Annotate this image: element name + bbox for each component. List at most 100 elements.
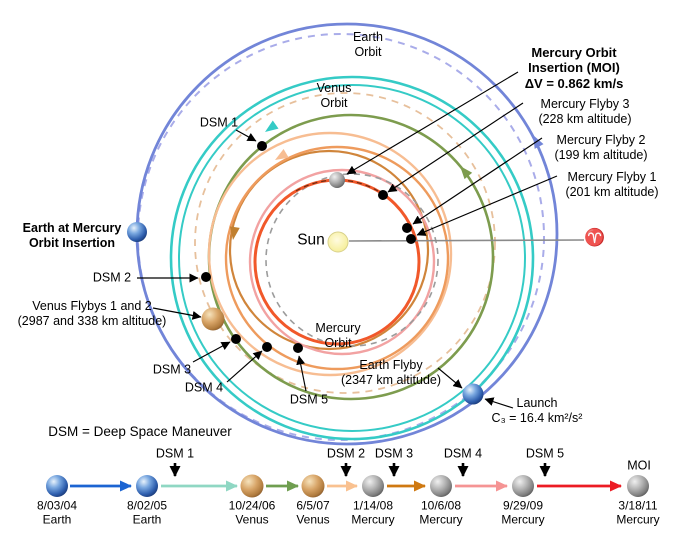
pink-loop-ring (248, 168, 436, 356)
timeline-date: 6/5/07 (296, 498, 330, 513)
final-orbit-shadow-arc (295, 179, 379, 192)
dsm2-label: DSM 2 (92, 270, 132, 285)
brown-direction-arrow (229, 226, 240, 240)
mercury-flyby2-label: Mercury Flyby 2 (199 km altitude) (554, 133, 648, 162)
timeline-stop-2: 8/02/05 Earth (127, 499, 167, 526)
timeline-body: Venus (296, 512, 330, 526)
timeline-dsm4-label: DSM 4 (443, 446, 483, 461)
timeline-dsm5-label: DSM 5 (525, 446, 565, 461)
mercury-flyby2-dot (402, 223, 412, 233)
timeline-dsm1-label: DSM 1 (155, 446, 195, 461)
timeline-dsm3-label: DSM 3 (374, 446, 414, 461)
timeline-earth2-icon (136, 475, 158, 497)
timeline-stop-3: 10/24/06 Venus (229, 499, 276, 526)
final-orbit-ring (253, 178, 421, 346)
timeline-graphics (46, 463, 649, 498)
moi-label: Mercury Orbit Insertion (MOI) ΔV = 0.862… (524, 45, 624, 91)
orbit-rings (135, 22, 559, 446)
mercury-flyby1-dot (406, 234, 416, 244)
dsm1-label: DSM 1 (199, 115, 239, 130)
timeline-mercury4-icon (627, 475, 649, 497)
timeline-stop-6: 10/6/08 Mercury (419, 499, 462, 526)
timeline-date: 8/02/05 (126, 498, 168, 513)
planet-markers (127, 172, 484, 405)
mercury-at-moi-sphere (329, 172, 345, 188)
dsm5-dot (293, 343, 303, 353)
timeline-mercury1-icon (362, 475, 384, 497)
mercury-flyby3-dot (378, 190, 388, 200)
timeline-date: 10/24/06 (228, 498, 276, 513)
earth-flyby-label: Earth Flyby (2347 km altitude) (340, 358, 442, 387)
orange-loop-ring (224, 145, 450, 371)
dsm3-arrow (192, 341, 231, 363)
sun-disc (327, 231, 349, 253)
mercury-orbit-label: Mercury Orbit (315, 321, 361, 350)
dsm3-dot (231, 334, 241, 344)
timeline-mercury2-icon (430, 475, 452, 497)
timeline-body: Mercury (351, 512, 395, 526)
cyan-transfer-ring-outer (169, 75, 535, 441)
earth-flyby-arrow (437, 367, 463, 389)
vernal-equinox-symbol: ♈ (584, 227, 606, 247)
mercury-flyby3-label: Mercury Flyby 3 (228 km altitude) (538, 97, 632, 126)
timeline-dsm-down-arrows (169, 463, 551, 477)
dsm5-arrow (296, 355, 307, 392)
flyby3-arrow (387, 102, 524, 193)
dsm4-arrow (226, 350, 263, 383)
vernal-equinox-line (348, 239, 585, 242)
orbit-direction-arrows (229, 120, 544, 240)
timeline-date: 10/6/08 (420, 498, 462, 513)
timeline-dsm2-label: DSM 2 (326, 446, 366, 461)
timeline-stop-1: 8/03/04 Earth (37, 499, 77, 526)
peach-loop-ring (207, 131, 453, 377)
timeline-date: 3/18/11 (618, 498, 658, 513)
mercury-flyby1-label: Mercury Flyby 1 (201 km altitude) (565, 170, 659, 199)
timeline-date: 1/14/08 (352, 498, 394, 513)
dsm2-dot (201, 272, 211, 282)
cyan-transfer-ring-inner (178, 84, 526, 432)
dsm-legend-note: DSM = Deep Space Maneuver (48, 423, 232, 439)
brown-loop-ring (228, 149, 430, 351)
timeline-body: Mercury (419, 512, 463, 526)
blue-direction-arrow (533, 135, 544, 149)
timeline-body: Earth (132, 512, 162, 526)
timeline-date: 9/29/09 (502, 498, 544, 513)
timeline-venus1-icon (240, 474, 264, 498)
timeline-date: 8/03/04 (36, 498, 78, 513)
earth-at-moi-sphere (127, 222, 147, 242)
earth-flyby-sphere (462, 383, 484, 405)
green-direction-arrow (460, 166, 473, 180)
flyby2-arrow (412, 137, 543, 225)
earth-orbit-label: Earth Orbit (353, 30, 383, 59)
venus-flyby-sphere (201, 307, 225, 331)
flyby1-arrow (416, 175, 558, 236)
launch-label: Launch C₃ = 16.4 km²/s² (491, 396, 583, 425)
timeline-stop-8: 3/18/11 Mercury (616, 499, 659, 526)
venus-flybys-label: Venus Flybys 1 and 2 (2987 and 338 km al… (17, 299, 167, 328)
cyan-direction-arrow (265, 120, 279, 132)
annotation-arrows (137, 71, 558, 409)
timeline-body: Mercury (616, 512, 660, 526)
timeline-planet-icons (46, 474, 649, 498)
timeline-earth1-icon (46, 475, 68, 497)
peach-direction-arrow (275, 149, 289, 160)
timeline-body: Venus (235, 512, 269, 526)
timeline-venus2-icon (301, 474, 325, 498)
dsm5-label: DSM 5 (289, 392, 329, 407)
timeline-moi-label: MOI (627, 458, 651, 473)
launch-arrow (484, 397, 514, 409)
timeline-body: Mercury (501, 512, 545, 526)
timeline-stop-5: 1/14/08 Mercury (351, 499, 394, 526)
timeline-stop-7: 9/29/09 Mercury (501, 499, 544, 526)
moi-arrow (346, 71, 519, 175)
dsm4-label: DSM 4 (184, 380, 224, 395)
dsm1-arrow (235, 129, 257, 142)
sun-label: Sun (297, 231, 325, 249)
mercury-orbit-ring-dashed (265, 173, 439, 347)
venus-orbit-ring-dashed (194, 92, 496, 394)
earth-at-moi-label: Earth at Mercury Orbit Insertion (22, 221, 122, 250)
timeline-mercury3-icon (512, 475, 534, 497)
timeline-stop-4: 6/5/07 Venus (296, 499, 329, 526)
